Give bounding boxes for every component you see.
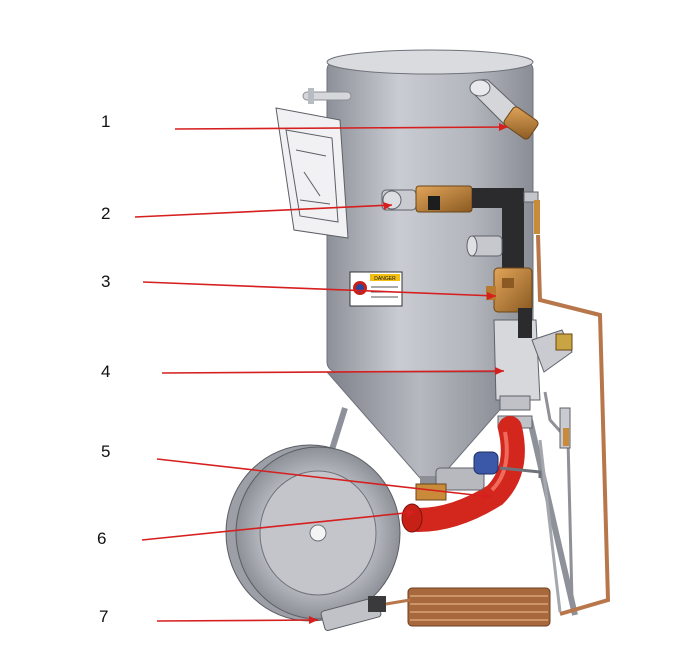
leader-line-7 — [156, 619, 319, 622]
coiled-hose — [385, 587, 551, 627]
mixing-valve — [493, 308, 573, 411]
pipe-nipple — [466, 235, 503, 257]
arrowhead-1 — [499, 123, 508, 131]
callout-number-7: 7 — [99, 607, 108, 626]
warning-heading: DANGER — [374, 276, 396, 282]
metering-valve — [415, 451, 542, 501]
callout-number-5: 5 — [101, 442, 110, 461]
leader-line-3 — [142, 281, 497, 297]
arrowhead-5 — [482, 492, 492, 500]
air-line — [536, 234, 611, 616]
callout-number-3: 3 — [101, 272, 110, 291]
side-valve-assembly — [381, 185, 540, 268]
inlet-elbow — [469, 79, 539, 140]
blast-nozzle — [320, 596, 386, 631]
arrowhead-3 — [487, 292, 496, 300]
callout-number-1: 1 — [101, 112, 110, 131]
instruction-plate — [275, 107, 349, 239]
callout-number-2: 2 — [101, 204, 110, 223]
pinch-valve — [486, 267, 533, 313]
leader-line-1 — [174, 126, 509, 130]
hose-reel — [225, 444, 401, 622]
abrasive-hose — [401, 415, 533, 533]
arrowhead-4 — [495, 367, 504, 375]
arrowhead-2 — [383, 202, 392, 210]
arrowhead-6 — [406, 509, 415, 517]
top-handle — [302, 88, 352, 104]
callout-number-6: 6 — [97, 529, 106, 548]
leader-line-2 — [134, 204, 393, 218]
warning-label: DANGER — [349, 271, 403, 307]
callout-numbers: 1 2 3 4 5 6 7 — [97, 112, 110, 626]
leader-line-4 — [161, 370, 505, 374]
leader-line-6 — [141, 511, 416, 541]
callout-leaders — [134, 126, 509, 622]
callout-arrowheads — [309, 123, 508, 624]
leader-line-5 — [156, 458, 493, 498]
callout-number-4: 4 — [101, 362, 110, 381]
arrowhead-7 — [309, 616, 318, 624]
